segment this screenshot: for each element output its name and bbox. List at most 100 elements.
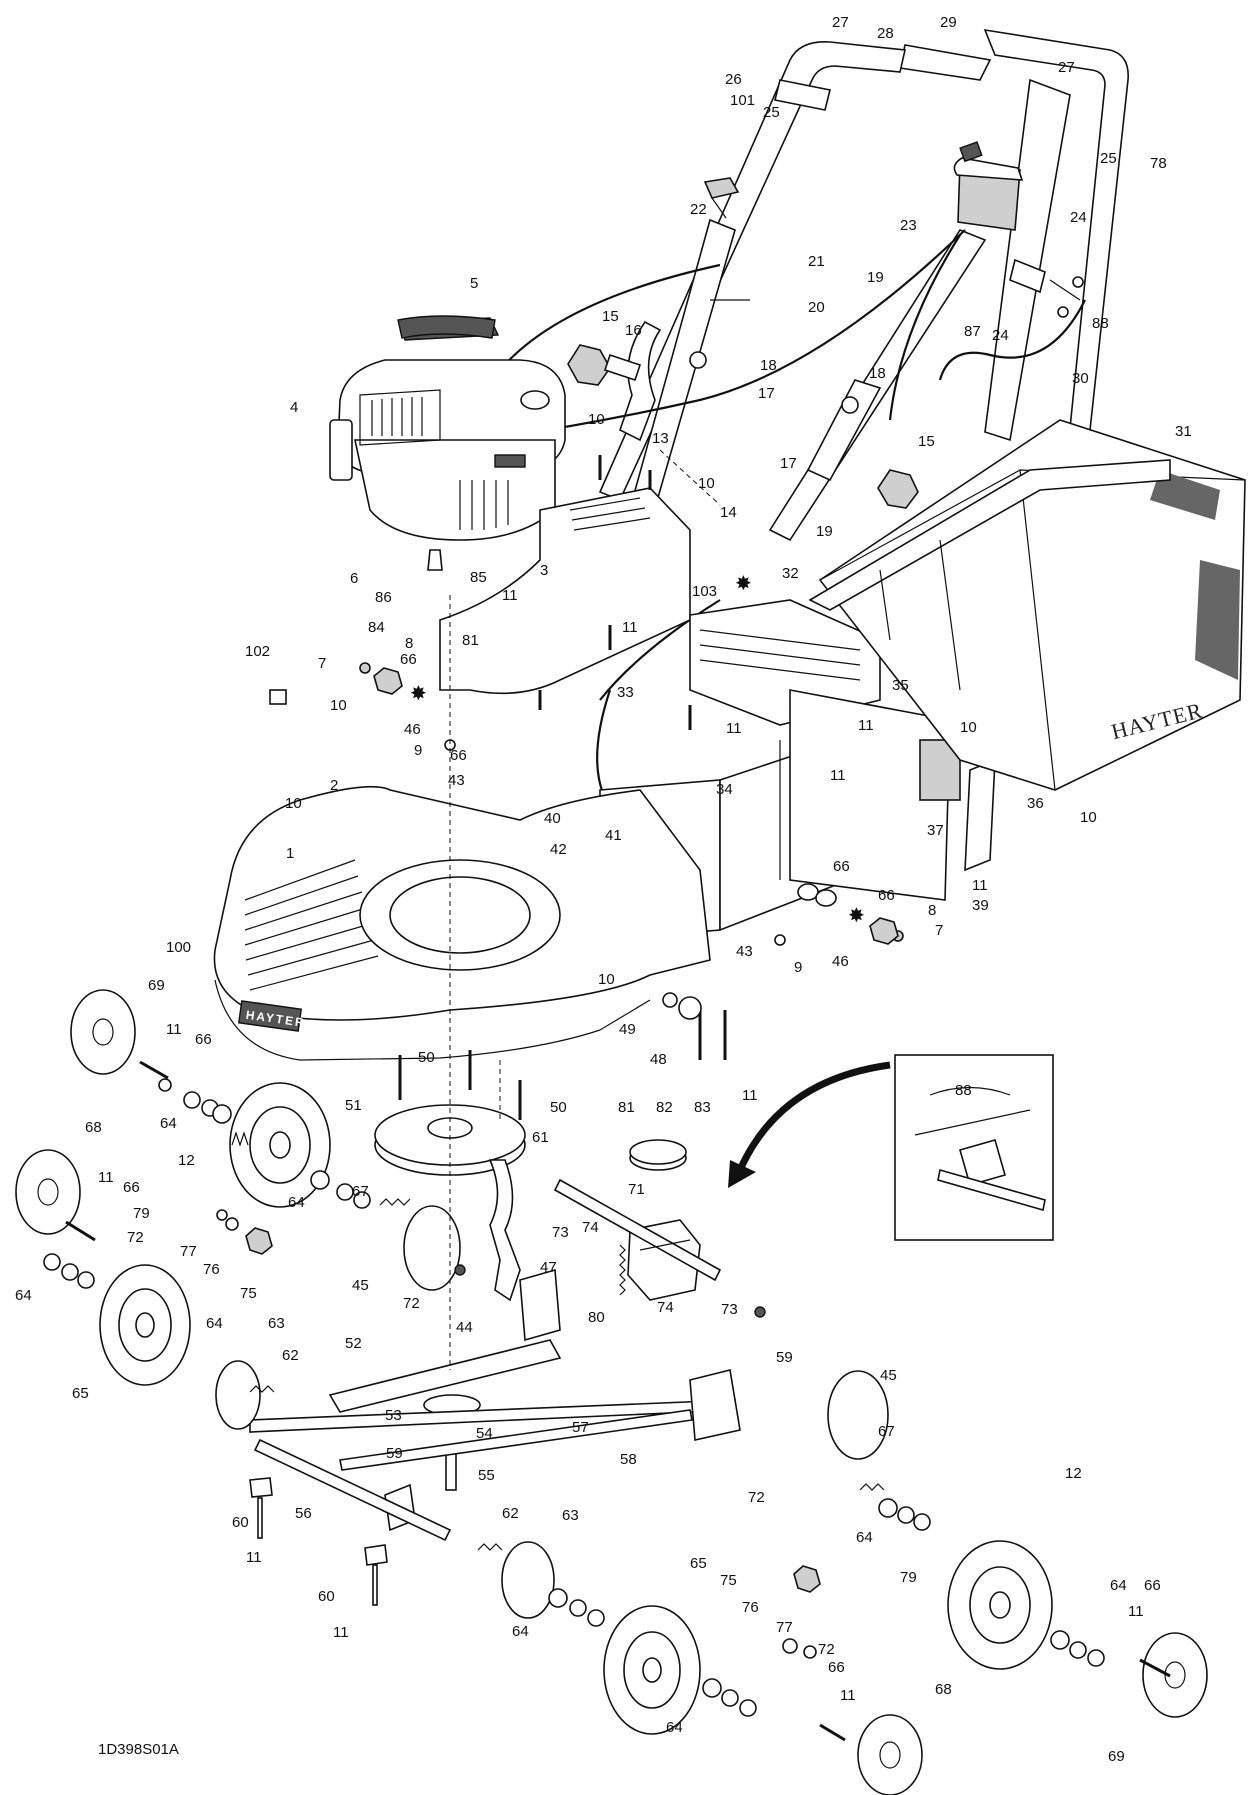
part-callout-14: 14 bbox=[720, 504, 737, 521]
part-callout-76: 76 bbox=[203, 1261, 220, 1278]
part-callout-7: 7 bbox=[935, 922, 943, 939]
part-callout-48: 48 bbox=[650, 1051, 667, 1068]
part-callout-66: 66 bbox=[123, 1179, 140, 1196]
part-callout-5: 5 bbox=[470, 275, 478, 292]
part-callout-75: 75 bbox=[720, 1572, 737, 1589]
wheel-springs bbox=[249, 1198, 885, 1551]
part-callout-37: 37 bbox=[927, 822, 944, 839]
cables bbox=[329, 229, 1086, 821]
part-callout-19: 19 bbox=[816, 523, 833, 540]
part-callout-72: 72 bbox=[127, 1229, 144, 1246]
part-callout-10: 10 bbox=[330, 697, 347, 714]
part-callout-45: 45 bbox=[880, 1367, 897, 1384]
part-callout-10: 10 bbox=[960, 719, 977, 736]
part-callout-103: 103 bbox=[692, 583, 717, 600]
rear-right-wheel bbox=[947, 1540, 1053, 1670]
part-callout-64: 64 bbox=[288, 1194, 305, 1211]
reference-code: 1D398S01A bbox=[98, 1741, 179, 1758]
part-callout-81: 81 bbox=[462, 632, 479, 649]
throttle-lever bbox=[703, 177, 740, 219]
part-callout-15: 15 bbox=[918, 433, 935, 450]
part-callout-64: 64 bbox=[15, 1287, 32, 1304]
part-callout-86: 86 bbox=[375, 589, 392, 606]
part-callout-49: 49 bbox=[619, 1021, 636, 1038]
front-left-wheel bbox=[99, 1264, 191, 1386]
grass-box-mesh bbox=[1150, 470, 1240, 680]
part-callout-64: 64 bbox=[666, 1719, 683, 1736]
svg-text:✸: ✸ bbox=[410, 681, 427, 705]
part-callout-63: 63 bbox=[268, 1315, 285, 1332]
part-callout-67: 67 bbox=[878, 1423, 895, 1440]
part-callout-10: 10 bbox=[598, 971, 615, 988]
part-callout-28: 28 bbox=[877, 25, 894, 42]
part-callout-78: 78 bbox=[1150, 155, 1167, 172]
deck-cover-vents bbox=[569, 497, 651, 531]
part-callout-50: 50 bbox=[418, 1049, 435, 1066]
part-callout-33: 33 bbox=[617, 684, 634, 701]
part-callout-74: 74 bbox=[582, 1219, 599, 1236]
part-callout-39: 39 bbox=[972, 897, 989, 914]
drive-belt-arm bbox=[488, 1159, 561, 1342]
front-right-wheel bbox=[603, 1605, 701, 1735]
part-callout-27: 27 bbox=[1058, 59, 1075, 76]
part-callout-4: 4 bbox=[290, 399, 298, 416]
part-callout-76: 76 bbox=[742, 1599, 759, 1616]
part-callout-13: 13 bbox=[652, 430, 669, 447]
part-callout-54: 54 bbox=[476, 1425, 493, 1442]
part-callout-44: 44 bbox=[456, 1319, 473, 1336]
part-callout-73: 73 bbox=[721, 1301, 738, 1318]
cutter-blade bbox=[328, 1339, 562, 1491]
part-callout-11: 11 bbox=[726, 720, 742, 737]
part-callout-24: 24 bbox=[1070, 209, 1087, 226]
part-callout-31: 31 bbox=[1175, 423, 1192, 440]
part-callout-51: 51 bbox=[345, 1097, 362, 1114]
alignment-lines bbox=[449, 449, 721, 1370]
part-callout-6: 6 bbox=[350, 570, 358, 587]
part-callout-53: 53 bbox=[385, 1407, 402, 1424]
part-callout-46: 46 bbox=[404, 721, 421, 738]
part-callout-32: 32 bbox=[782, 565, 799, 582]
part-callout-68: 68 bbox=[935, 1681, 952, 1698]
part-callout-52: 52 bbox=[345, 1335, 362, 1352]
rear-roller-knobs bbox=[373, 667, 899, 945]
part-callout-9: 9 bbox=[794, 959, 802, 976]
part-callout-17: 17 bbox=[758, 385, 775, 402]
part-callout-23: 23 bbox=[900, 217, 917, 234]
part-callout-79: 79 bbox=[133, 1205, 150, 1222]
part-callout-40: 40 bbox=[544, 810, 561, 827]
part-callout-1: 1 bbox=[286, 845, 294, 862]
part-callout-11: 11 bbox=[858, 717, 874, 734]
part-callout-42: 42 bbox=[550, 841, 567, 858]
part-callout-12: 12 bbox=[1065, 1465, 1082, 1482]
part-callout-62: 62 bbox=[502, 1505, 519, 1522]
part-callout-8: 8 bbox=[928, 902, 936, 919]
part-callout-57: 57 bbox=[572, 1419, 589, 1436]
part-callout-100: 100 bbox=[166, 939, 191, 956]
part-callout-74: 74 bbox=[657, 1299, 674, 1316]
drive-discs bbox=[215, 1205, 889, 1619]
part-callout-66: 66 bbox=[195, 1031, 212, 1048]
part-callout-64: 64 bbox=[1110, 1577, 1127, 1594]
deck-ribs bbox=[244, 859, 379, 991]
part-callout-82: 82 bbox=[656, 1099, 673, 1116]
part-callout-64: 64 bbox=[206, 1315, 223, 1332]
part-callout-3: 3 bbox=[540, 562, 548, 579]
engine-cooling-fins bbox=[371, 397, 509, 530]
part-callout-11: 11 bbox=[1128, 1603, 1144, 1620]
inset-detail-box: 88 bbox=[894, 1054, 1054, 1241]
part-callout-10: 10 bbox=[698, 475, 715, 492]
part-callout-66: 66 bbox=[450, 747, 467, 764]
part-callout-59: 59 bbox=[776, 1349, 793, 1366]
part-callout-66: 66 bbox=[833, 858, 850, 875]
part-callout-35: 35 bbox=[892, 677, 909, 694]
part-callout-2: 2 bbox=[330, 777, 338, 794]
part-callout-87: 87 bbox=[964, 323, 981, 340]
part-callout-66: 66 bbox=[878, 887, 895, 904]
engine-deck-cover bbox=[439, 487, 691, 695]
gearbox bbox=[553, 1178, 722, 1301]
part-callout-25: 25 bbox=[763, 104, 780, 121]
part-callout-71: 71 bbox=[628, 1181, 645, 1198]
part-callout-68: 68 bbox=[85, 1119, 102, 1136]
part-callout-66: 66 bbox=[1144, 1577, 1161, 1594]
